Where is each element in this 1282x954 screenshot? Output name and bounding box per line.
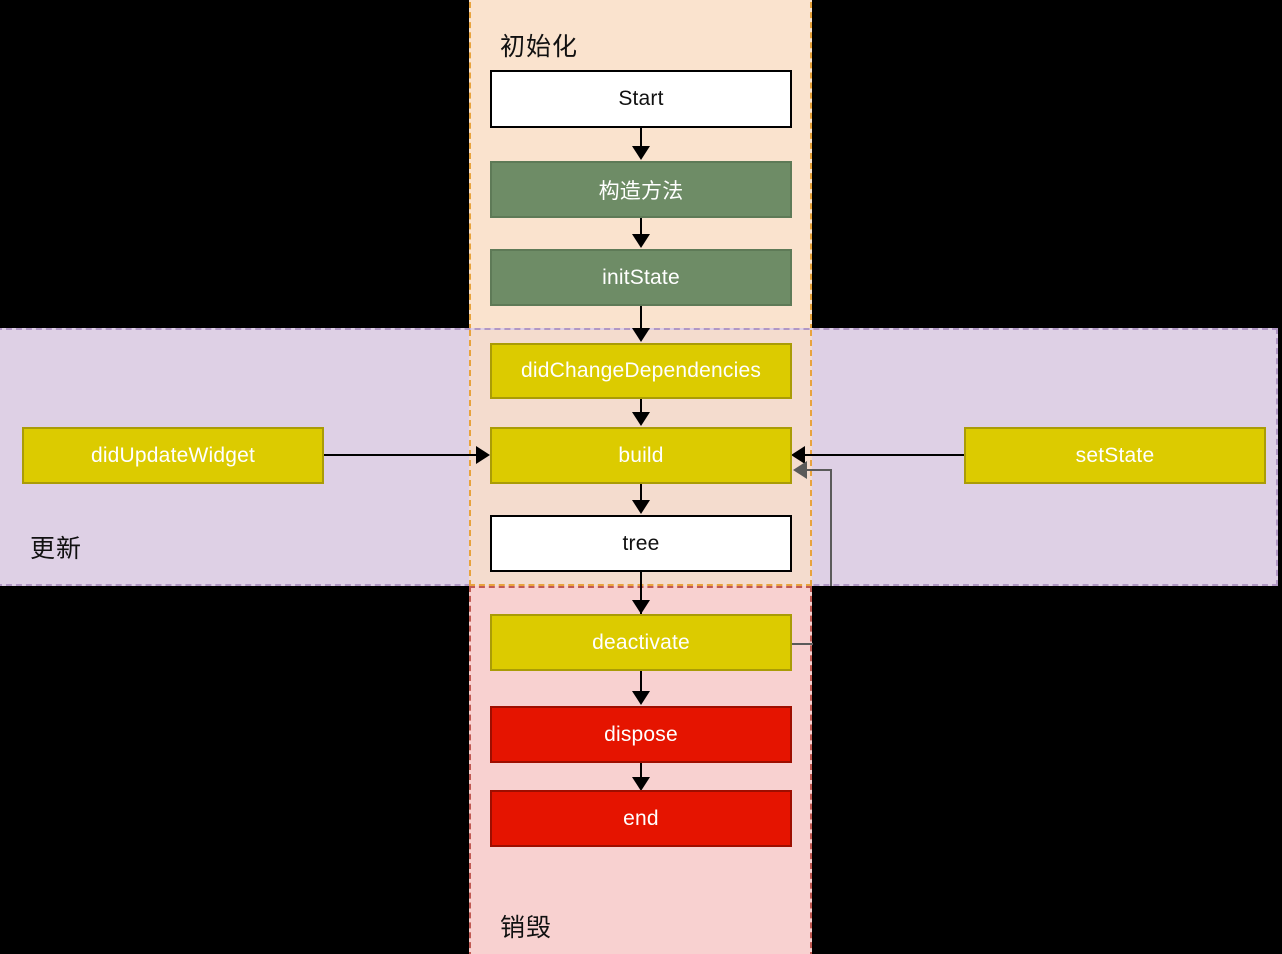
node-deactivate-label: deactivate	[592, 630, 690, 654]
region-label-update: 更新	[30, 535, 83, 563]
node-build[interactable]: build	[490, 427, 792, 484]
node-deactivate[interactable]: deactivate	[490, 614, 792, 671]
node-didupdatewidget[interactable]: didUpdateWidget	[22, 427, 324, 484]
node-start-label: Start	[618, 87, 664, 110]
node-didchangedependencies-label: didChangeDependencies	[520, 359, 762, 382]
node-didupdatewidget-label: didUpdateWidget	[90, 443, 256, 467]
node-initstate-label: initState	[602, 265, 680, 289]
region-label-destroy: 销毁	[500, 914, 553, 942]
region-label-initialization: 初始化	[500, 33, 579, 61]
node-initstate[interactable]: initState	[490, 249, 792, 306]
node-end-label: end	[623, 806, 659, 830]
node-dispose-label: dispose	[604, 722, 678, 746]
node-build-label: build	[618, 443, 664, 467]
node-setstate-label: setState	[1075, 443, 1155, 467]
node-tree[interactable]: tree	[490, 515, 792, 572]
node-setstate[interactable]: setState	[964, 427, 1266, 484]
node-start[interactable]: Start	[490, 70, 792, 128]
node-constructor-label: 构造方法	[598, 179, 684, 203]
node-end[interactable]: end	[490, 790, 792, 847]
node-didchangedependencies[interactable]: didChangeDependencies	[490, 343, 792, 399]
node-constructor[interactable]: 构造方法	[490, 161, 792, 218]
node-tree-label: tree	[622, 531, 660, 555]
node-dispose[interactable]: dispose	[490, 706, 792, 763]
